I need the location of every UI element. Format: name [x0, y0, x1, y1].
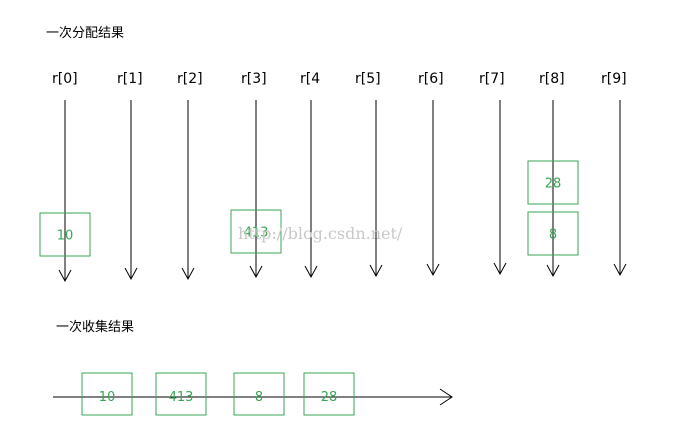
- collection-box: 28: [303, 372, 355, 416]
- bucket-label: r[4: [300, 71, 320, 87]
- box-value: 28: [545, 177, 562, 192]
- distribution-box: 413: [230, 209, 282, 254]
- bucket-arrow-head: [546, 264, 560, 278]
- collection-arrow-head: [439, 388, 453, 406]
- bucket-0: r[0]: [52, 71, 78, 283]
- bucket-8: r[8]: [539, 71, 565, 278]
- collection-box: 413: [155, 372, 207, 416]
- bucket-arrow-head: [58, 269, 72, 283]
- bucket-arrow-head: [493, 262, 507, 276]
- box-border: [233, 372, 285, 416]
- bucket-label: r[9]: [601, 71, 627, 87]
- bucket-label: r[3]: [241, 71, 267, 87]
- bucket-arrow-head: [181, 267, 195, 281]
- bucket-label: r[1]: [117, 71, 143, 87]
- box-border: [527, 160, 579, 205]
- bucket-2: r[2]: [177, 71, 203, 281]
- bucket-label: r[6]: [418, 71, 444, 87]
- box-value: 8: [549, 228, 557, 243]
- bucket-group: r[0] r[1] r[2] r[3] r[4 r[5] r[6] r[7] r[8] r[9]: [52, 71, 627, 283]
- distribution-box: 8: [527, 211, 579, 256]
- box-value: 10: [57, 229, 74, 244]
- box-border: [303, 372, 355, 416]
- box-value: 413: [244, 226, 269, 241]
- box-border: [527, 211, 579, 256]
- bucket-arrow-head: [124, 267, 138, 281]
- bucket-arrow-head: [369, 264, 383, 278]
- bucket-label: r[0]: [52, 71, 78, 87]
- distribution-box: 10: [39, 212, 91, 257]
- bucket-1: r[1]: [117, 71, 143, 281]
- box-value: 28: [321, 390, 338, 405]
- box-value: 8: [255, 390, 263, 405]
- bucket-label: r[5]: [355, 71, 381, 87]
- collection-boxes: 10 413 8 28: [81, 372, 355, 416]
- box-border: [230, 209, 282, 254]
- bucket-label: r[2]: [177, 71, 203, 87]
- box-border: [155, 372, 207, 416]
- distribution-box: 28: [527, 160, 579, 205]
- bucket-label: r[8]: [539, 71, 565, 87]
- bucket-label: r[7]: [479, 71, 505, 87]
- collection-box: 8: [233, 372, 285, 416]
- bucket-arrow-head: [426, 263, 440, 277]
- bucket-9: r[9]: [601, 71, 627, 277]
- collection-title: 一次收集结果: [56, 319, 134, 335]
- collection-box: 10: [81, 372, 133, 416]
- bucket-arrow-head: [304, 265, 318, 279]
- watermark: http://blog.csdn.net/: [238, 224, 403, 243]
- bucket-arrow-head: [613, 263, 627, 277]
- bucket-3: r[3]: [241, 71, 267, 279]
- bucket-5: r[5]: [355, 71, 383, 278]
- box-value: 10: [99, 390, 116, 405]
- distribution-title: 一次分配结果: [46, 25, 124, 41]
- box-value: 413: [169, 390, 194, 405]
- bucket-7: r[7]: [479, 71, 507, 276]
- bucket-6: r[6]: [418, 71, 444, 277]
- distribution-boxes: 10 413 8 28: [39, 160, 579, 257]
- bucket-4: r[4: [300, 71, 320, 279]
- bucket-arrow-head: [249, 265, 263, 279]
- box-border: [81, 372, 133, 416]
- box-border: [39, 212, 91, 257]
